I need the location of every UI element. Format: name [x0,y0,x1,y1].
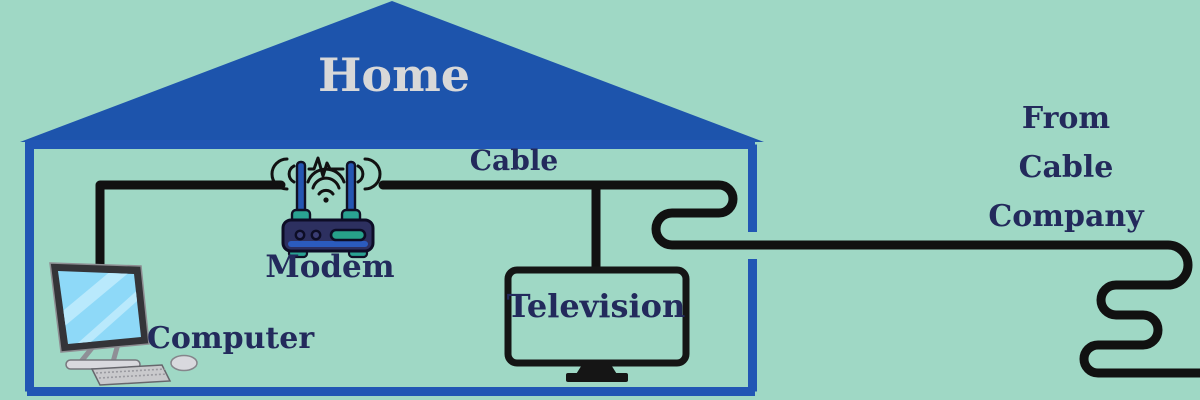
modem-label: Modem [265,249,395,285]
cable-label: Cable [469,144,559,177]
computer-label: Computer [147,321,315,356]
desktop-computer-icon [49,262,198,386]
keyboard-keys [95,368,168,379]
monitor-screen [58,271,141,344]
modem-light-1 [294,229,306,241]
tv-icon [504,266,690,382]
modem-antenna-left [295,160,307,218]
cable-modem-to-company [378,180,1200,378]
wifi-waves-icon [306,167,346,203]
modem-antenna-right [345,160,357,218]
house-walls [25,140,757,396]
source-line-1: From [1021,101,1111,136]
home-label: Home [317,48,471,102]
mouse [170,354,198,372]
monitor-screen-glare [58,271,141,344]
source-line-3: Company [988,199,1144,234]
modem-port-bar [329,228,367,242]
modem-light-2 [310,229,322,241]
cable-computer-to-modem [95,180,286,283]
modem-icon [270,156,382,259]
tv-screen-frame [504,266,690,367]
keyboard [90,364,172,386]
television-label: Television [506,287,686,325]
cables [95,180,1200,378]
modem-body-accent [288,241,368,247]
tv-stand-base [566,373,628,382]
source-line-2: Cable [1018,150,1114,185]
signal-arcs-right-icon [356,157,382,191]
from-cable-company-label: From Cable Company [966,94,1166,241]
signal-arcs-left-icon [270,157,296,191]
house-roof [20,1,764,142]
